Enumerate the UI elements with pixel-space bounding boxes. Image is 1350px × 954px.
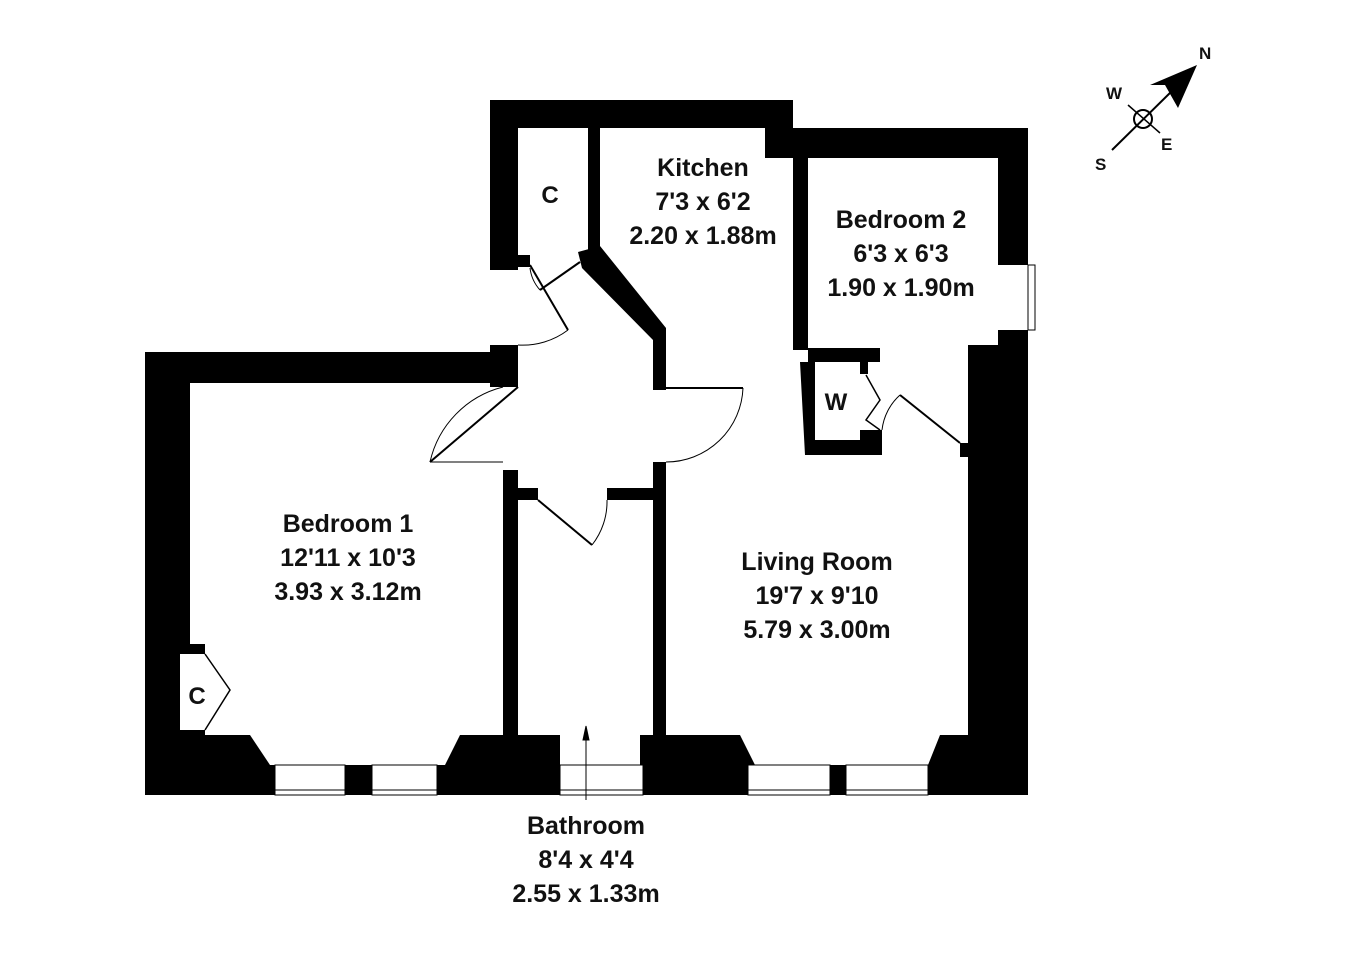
compass-south: S bbox=[1095, 155, 1107, 174]
room-label-bedroom-1: Bedroom 1 12'11 x 10'3 3.93 x 3.12m bbox=[274, 507, 421, 609]
room-label-bathroom: Bathroom 8'4 x 4'4 2.55 x 1.33m bbox=[512, 809, 659, 911]
room-label-kitchen: Kitchen 7'3 x 6'2 2.20 x 1.88m bbox=[629, 151, 776, 253]
doors bbox=[204, 261, 961, 800]
room-size-imperial: 19'7 x 9'10 bbox=[755, 582, 879, 610]
room-size-imperial: 7'3 x 6'2 bbox=[655, 188, 751, 216]
room-size-metric: 3.93 x 3.12m bbox=[274, 578, 422, 606]
windows bbox=[274, 264, 1036, 796]
room-label-living-room: Living Room 19'7 x 9'10 5.79 x 3.00m bbox=[741, 545, 892, 647]
room-size-metric: 2.55 x 1.33m bbox=[512, 880, 660, 908]
room-name: Bedroom 1 bbox=[282, 510, 414, 538]
room-name: Bedroom 2 bbox=[835, 206, 967, 234]
room-size-imperial: 12'11 x 10'3 bbox=[280, 544, 416, 572]
room-name: Living Room bbox=[741, 548, 893, 576]
room-label-bedroom-2: Bedroom 2 6'3 x 6'3 1.90 x 1.90m bbox=[827, 203, 974, 305]
wardrobe-label: W bbox=[824, 389, 848, 416]
room-size-imperial: 8'4 x 4'4 bbox=[538, 846, 634, 874]
room-name: Kitchen bbox=[657, 154, 749, 182]
room-size-imperial: 6'3 x 6'3 bbox=[853, 240, 949, 268]
room-size-metric: 1.90 x 1.90m bbox=[827, 274, 975, 302]
cupboard-label-bedroom-1: C bbox=[188, 683, 206, 710]
compass-west: W bbox=[1106, 84, 1123, 103]
walls bbox=[145, 100, 1028, 795]
cupboard-label-kitchen: C bbox=[541, 182, 559, 209]
room-name: Bathroom bbox=[526, 812, 646, 840]
room-size-metric: 5.79 x 3.00m bbox=[743, 616, 891, 644]
compass-east: E bbox=[1161, 135, 1173, 154]
compass-north: N bbox=[1199, 44, 1212, 63]
compass-icon bbox=[1111, 65, 1197, 151]
room-size-metric: 2.20 x 1.88m bbox=[629, 222, 777, 250]
